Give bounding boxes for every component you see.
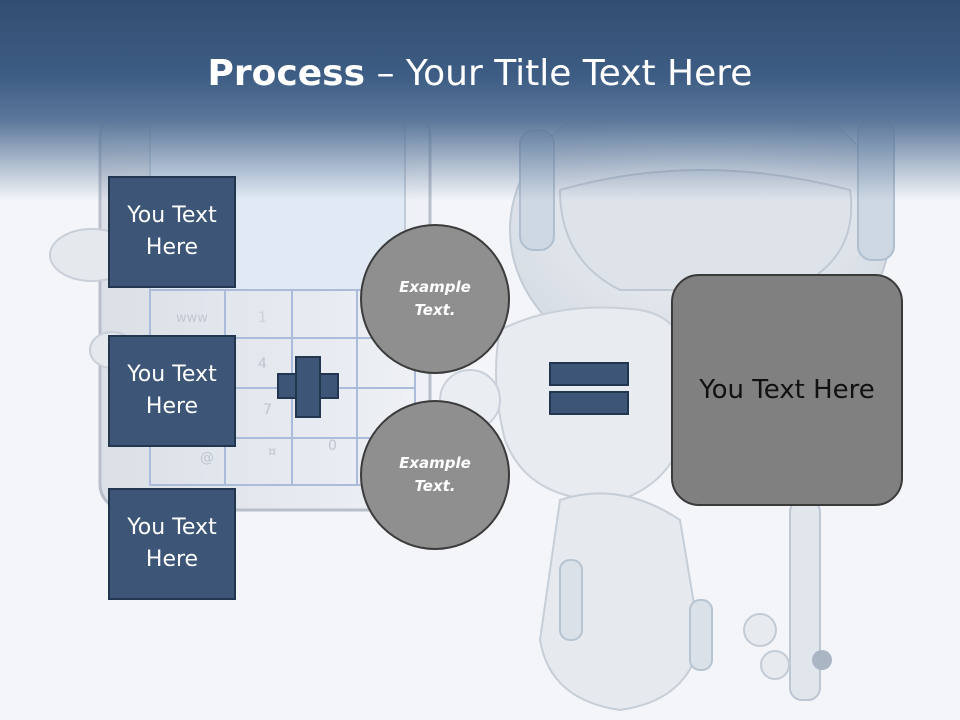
keypad-at: @ [200,450,214,466]
slide-title: Process – Your Title Text Here [0,52,960,96]
keypad-7: 7 [263,402,272,418]
keypad-4: 4 [258,356,267,372]
keypad-1: 1 [258,310,267,326]
plus-icon-center [297,375,319,397]
title-rest: – Your Title Text Here [365,53,753,94]
left-box-3: You Text Here [108,488,236,600]
keypad-hash: ¤ [268,445,276,460]
example-circle-2: Example Text. [360,400,510,550]
equals-icon-top-bar [549,362,629,386]
keypad-www: www [176,311,208,326]
keypad-0: 0 [328,438,337,454]
left-box-1: You Text Here [108,176,236,288]
left-box-2: You Text Here [108,335,236,447]
result-box: You Text Here [671,274,903,506]
title-strong: Process [207,53,366,94]
equals-icon-bottom-bar [549,391,629,415]
header-band [0,0,960,200]
example-circle-1: Example Text. [360,224,510,374]
